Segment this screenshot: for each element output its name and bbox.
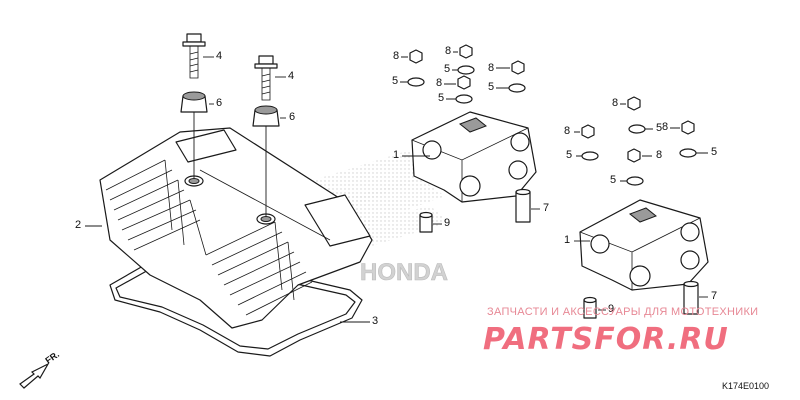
- callout-nut-upper-a: 8: [393, 50, 400, 62]
- callout-bolt-left: 4: [216, 50, 223, 62]
- dowel-pin-9-lower: [583, 296, 597, 319]
- callout-washer-lower-b: 5: [566, 149, 573, 161]
- callout-washer-upper-c: 5: [488, 81, 495, 93]
- callout-nut-upper-b: 8: [445, 45, 452, 57]
- camshaft-holder-lower: [579, 199, 709, 291]
- callout-nut-lower-d: 8: [656, 149, 663, 161]
- nuts-and-washers-lower: [581, 96, 697, 186]
- dowel-pin-7-lower: [683, 280, 699, 315]
- honda-watermark-text: HONDA: [360, 259, 448, 286]
- dowel-pin-7-upper: [515, 188, 531, 223]
- leader-lines: [85, 51, 708, 323]
- camshaft-holder-upper: [411, 111, 537, 203]
- callout-dowel-7-lower: 7: [711, 290, 718, 302]
- cylinder-head-cover: [99, 127, 373, 329]
- watermark-caption: ЗАПЧАСТИ И АКСЕССУАРЫ ДЛЯ МОТОТЕХНИКИ: [487, 306, 759, 318]
- callout-nut-lower-b: 8: [564, 125, 571, 137]
- callout-grommet-right: 6: [289, 111, 296, 123]
- callout-washer-upper-b: 5: [444, 63, 451, 75]
- callout-gasket: 3: [372, 315, 379, 327]
- callout-grommet-left: 6: [216, 97, 223, 109]
- callout-holder-lower: 1: [564, 234, 571, 246]
- callout-dowel-9-upper: 9: [444, 217, 451, 229]
- callout-washer-lower-a: 5: [656, 122, 663, 134]
- callout-washer-lower-c: 5: [711, 146, 718, 158]
- callout-nut-upper-d: 8: [436, 77, 443, 89]
- callout-holder-upper: 1: [393, 149, 400, 161]
- callout-nut-upper-c: 8: [488, 62, 495, 74]
- dowel-pin-9-upper: [419, 211, 433, 233]
- callout-washer-lower-d: 5: [610, 174, 617, 186]
- bolt-4-right: [254, 55, 278, 216]
- callout-washer-upper-a: 5: [392, 75, 399, 87]
- callout-nut-lower-a: 8: [612, 97, 619, 109]
- callout-nut-lower-c: 8: [662, 121, 669, 133]
- grommet-6-left: [180, 91, 208, 113]
- front-direction-arrow: FR.: [19, 349, 61, 389]
- grommet-6-right: [252, 105, 280, 127]
- callout-head-cover: 2: [75, 219, 82, 231]
- diagram-code: K174E0100: [722, 381, 770, 391]
- callout-dowel-9-lower: 9: [608, 303, 615, 315]
- nuts-and-washers-upper: [407, 44, 526, 104]
- callout-bolt-right: 4: [288, 70, 295, 82]
- front-direction-label: FR.: [43, 349, 61, 366]
- watermark-logo: PARTSFOR.RU: [483, 322, 729, 357]
- callout-dowel-7-upper: 7: [543, 202, 550, 214]
- callout-washer-upper-d: 5: [438, 92, 445, 104]
- bolt-4-left: [182, 33, 206, 178]
